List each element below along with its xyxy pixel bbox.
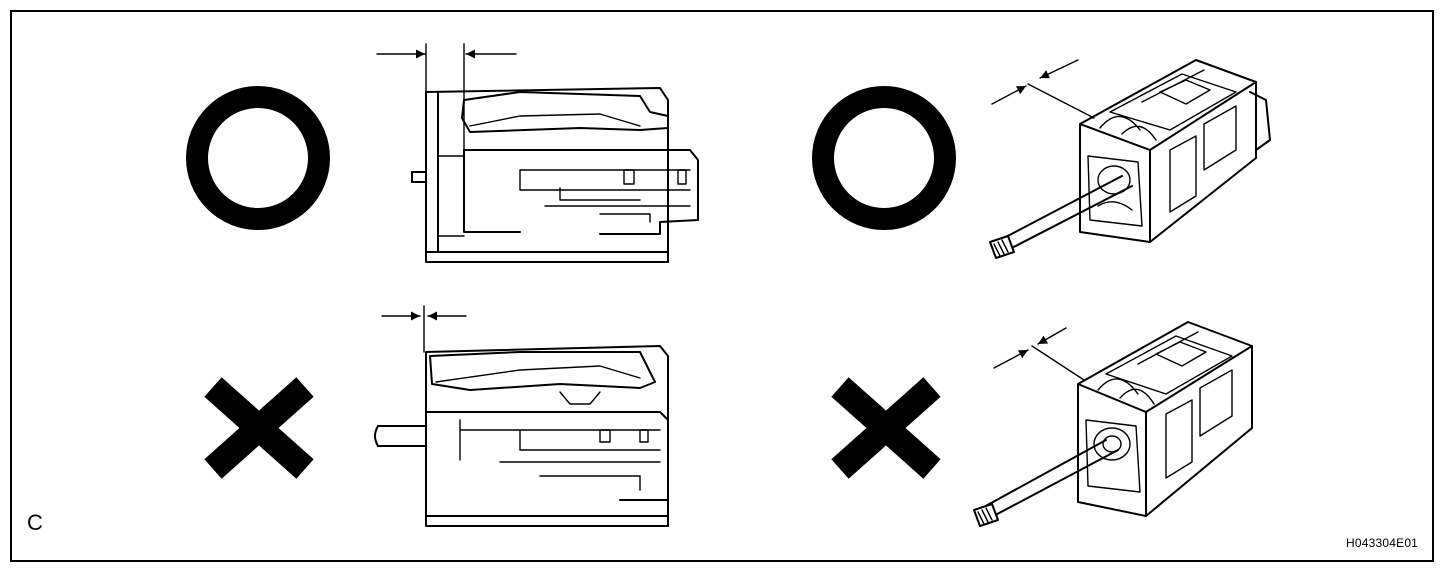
ok-circle-icon (812, 86, 956, 230)
connector-perspective-correct (989, 59, 1271, 259)
dimension-line (1031, 345, 1085, 381)
connector-side-view-incorrect (374, 305, 669, 527)
figure-id: H043304E01 (1346, 536, 1419, 550)
dimension-arrow (993, 349, 1029, 369)
dimension-arrow (991, 85, 1027, 105)
panel-label: C (27, 510, 43, 535)
dimension-arrow (1037, 327, 1067, 345)
dimension-arrow (1039, 59, 1079, 79)
ng-cross-icon (831, 377, 941, 479)
connector-side-view-correct (376, 43, 699, 263)
connector-perspective-incorrect (973, 321, 1253, 527)
figure-frame (10, 10, 1434, 562)
ok-circle-icon (186, 86, 330, 230)
ng-cross-icon (204, 377, 314, 479)
dimension-line (1027, 83, 1095, 119)
